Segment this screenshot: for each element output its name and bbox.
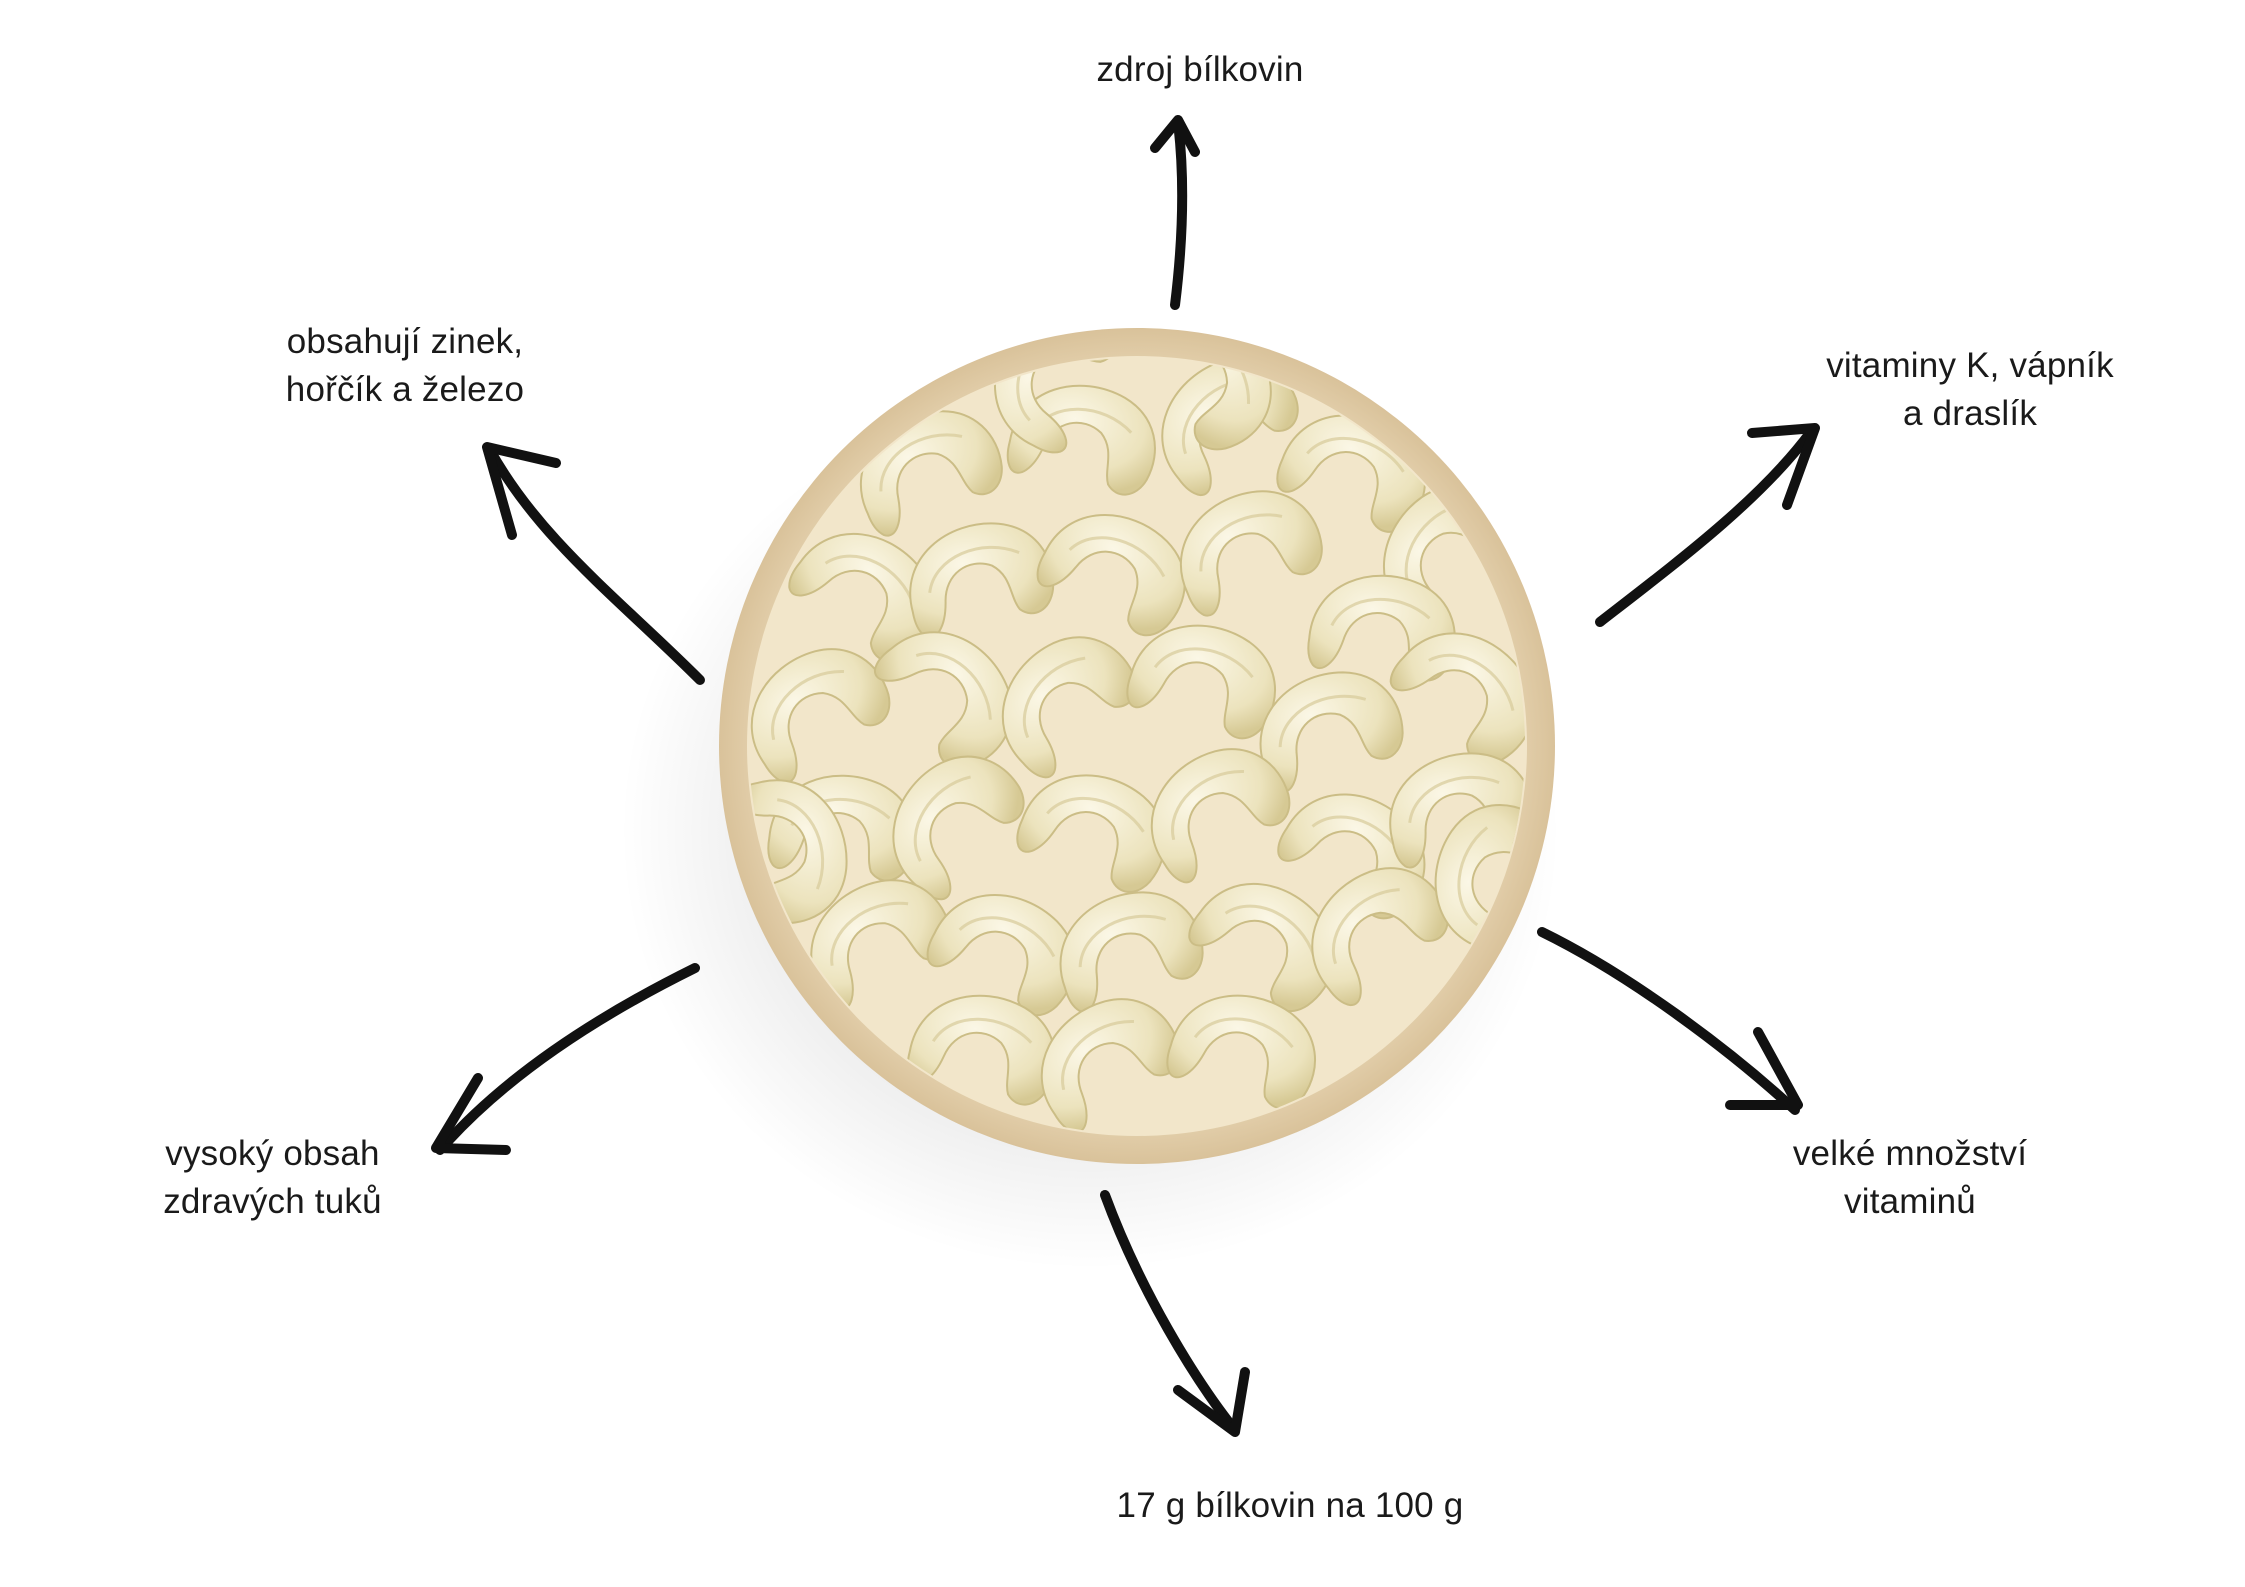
cashew (1311, 867, 1449, 1007)
label-bottom-left-line2: zdravých tuků (163, 1182, 382, 1221)
cashew (1166, 994, 1316, 1110)
cashew (873, 631, 1013, 769)
cashew (1179, 490, 1323, 617)
label-bottom-left: vysoký obsah zdravých tuků (140, 1130, 405, 1226)
cashew (750, 648, 891, 784)
arrow-bottom-left (431, 963, 700, 1155)
label-top-right-line2: a draslík (1902, 394, 2038, 433)
label-top: zdroj bílkovin (1060, 46, 1340, 94)
label-top-right: vitaminy K, vápník a draslík (1800, 342, 2140, 438)
arrow-top (1150, 115, 1200, 310)
label-top-left-line1: obsahují zinek, (286, 322, 524, 361)
label-bottom-right-line1: velké množství (1792, 1134, 2028, 1173)
cashew (788, 532, 935, 663)
cashew (1259, 671, 1404, 793)
label-bottom-left-line1: vysoký obsah (165, 1134, 380, 1173)
cashew (1389, 632, 1525, 765)
label-top-left-line2: hořčík a železo (285, 370, 525, 409)
cashew (1001, 636, 1137, 779)
cashew (1126, 624, 1276, 740)
cashew (1016, 774, 1166, 893)
arrows (431, 115, 1820, 1437)
arrow-top-left (482, 442, 705, 685)
label-top-text: zdroj bílkovin (1096, 50, 1304, 89)
label-top-right-line1: vitaminy K, vápník (1826, 346, 2114, 385)
cashew (1188, 882, 1335, 1013)
label-bottom-right: velké množství vitaminů (1760, 1130, 2060, 1226)
arrow-top-right (1595, 423, 1820, 627)
label-bottom-text: 17 g bílkovin na 100 g (1116, 1486, 1464, 1525)
cashew (892, 755, 1025, 901)
label-bottom: 17 g bílkovin na 100 g (1100, 1482, 1480, 1530)
label-bottom-right-line2: vitaminů (1844, 1182, 1976, 1221)
arrow-bottom (1100, 1190, 1250, 1437)
cashew (926, 894, 1076, 1017)
cashew (1150, 748, 1291, 884)
arrow-bottom-right (1537, 927, 1803, 1115)
label-top-left: obsahují zinek, hořčík a železo (250, 318, 560, 414)
cashew (1040, 998, 1181, 1134)
cashew (1036, 514, 1186, 637)
